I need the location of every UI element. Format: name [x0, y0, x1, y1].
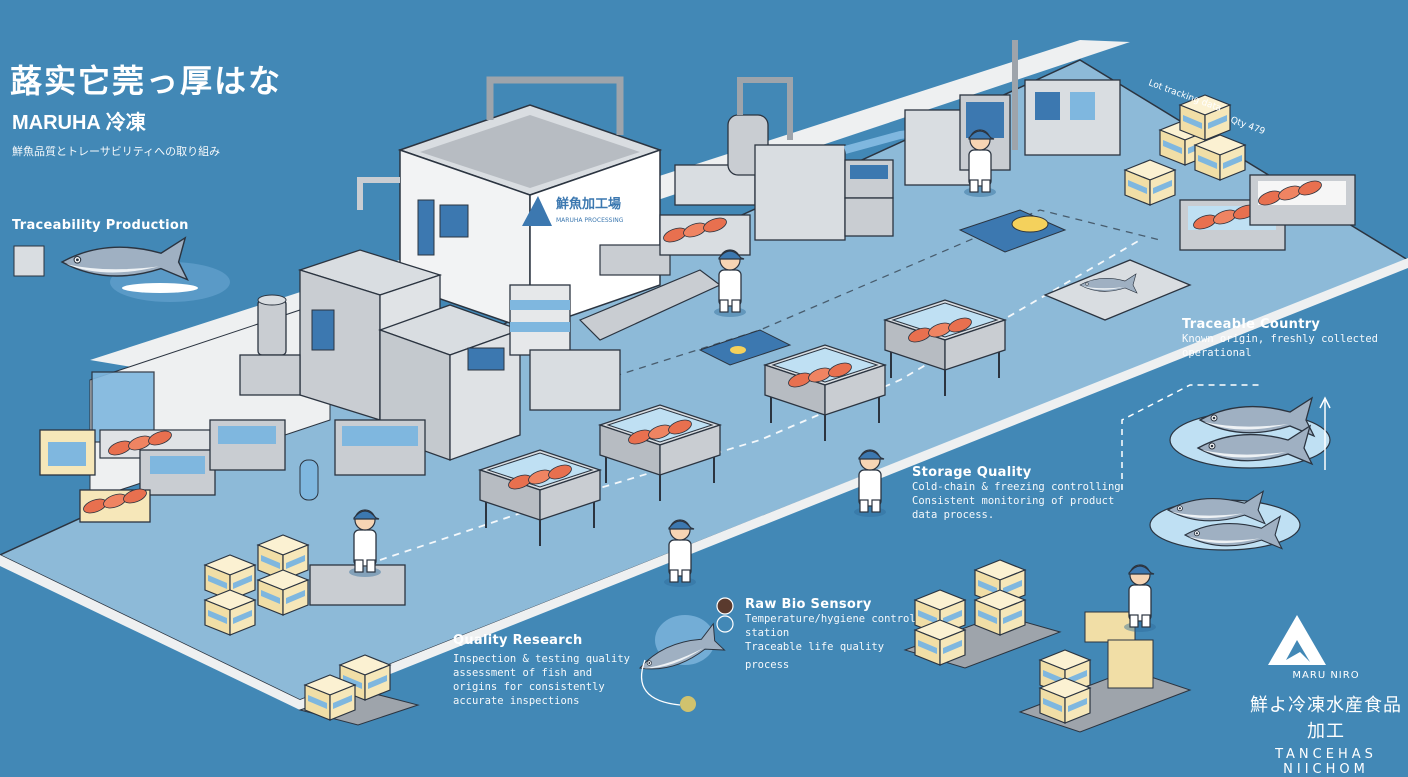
floor-front-edge [300, 258, 1408, 710]
label-title: Storage Quality [912, 465, 1032, 480]
label-body-line: assessment of fish and [453, 667, 593, 679]
label-body-line: process [745, 659, 790, 671]
logo-english: TANCEHAS NIICHOM [1275, 747, 1377, 777]
fish-illustrations [13, 237, 1331, 712]
label-body-line: Consistent monitoring of product [912, 495, 1115, 507]
sensor-icon [716, 597, 734, 615]
label-body-line: origins for consistently [453, 681, 605, 693]
label-title: Raw Bio Sensory [745, 597, 872, 612]
label-body-line: accurate inspections [453, 695, 580, 707]
page-title: 蕗实它莞っ厚はな [10, 62, 283, 100]
brand-logo-mark [1268, 615, 1326, 665]
label-body-line: operational [1182, 347, 1252, 359]
quality-icon [716, 615, 734, 633]
label-title: Quality Research [453, 633, 583, 648]
label-body-line: Cold-chain & freezing controlling [912, 481, 1121, 493]
label-storage-quality: Storage Quality Cold-chain & freezing co… [912, 465, 1121, 522]
label-body-line: Traceable life quality [745, 641, 885, 653]
label-body-line: data process. [912, 509, 995, 521]
tagline: 鮮魚品質とトレーサビリティへの取り組み [12, 145, 221, 158]
label-traceability-production: Traceability Production [12, 218, 189, 233]
conveyor-line [509, 40, 1121, 411]
left-machinery [39, 249, 522, 523]
building-subsign: MARUHA PROCESSING [556, 217, 624, 224]
floor-edge [0, 555, 300, 710]
building-sign: 鮮魚加工場 [556, 196, 621, 212]
brand-name: MARUHA 冷凍 [12, 112, 146, 134]
label-traceable-country: Traceable Country Known origin, freshly … [1182, 317, 1378, 360]
brand-logo: MARU NIRO 鮮よ冷凍水産食品加工 TANCEHAS NIICHOM [1246, 668, 1406, 777]
label-title: Traceable Country [1182, 317, 1321, 332]
logo-japanese: 鮮よ冷凍水産食品加工 [1250, 695, 1402, 742]
label-quality-research: Quality Research Inspection & testing qu… [453, 633, 630, 708]
logo-name: MARU NIRO [1292, 670, 1360, 681]
label-body-line: Temperature/hygiene control [745, 613, 916, 625]
label-body-line: Known origin, freshly collected [1182, 333, 1378, 345]
label-body-line: station [745, 627, 790, 639]
label-body-line: Inspection & testing quality [453, 653, 631, 665]
label-raw-bio-sensor: Raw Bio Sensory Temperature/hygiene cont… [745, 597, 916, 672]
fish-tubs [479, 259, 1192, 547]
